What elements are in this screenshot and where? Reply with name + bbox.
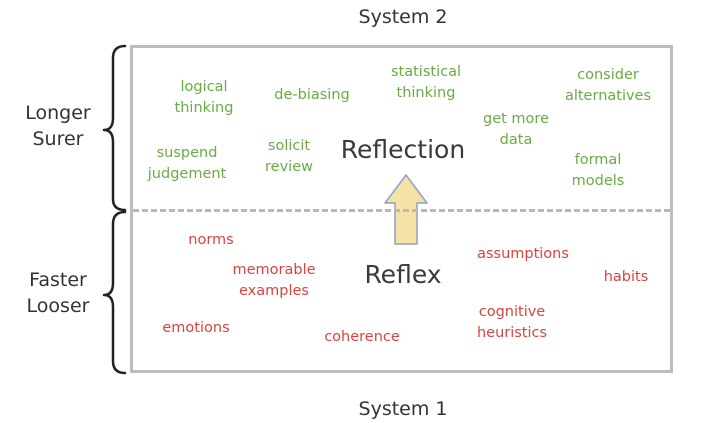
term-line: suspend (156, 145, 218, 161)
term-line: habits (603, 269, 649, 285)
term-line: coherence (324, 329, 400, 345)
term-habits: habits (604, 267, 649, 288)
term-line: alternatives (564, 88, 652, 104)
term-logical-thinking: logical thinking (175, 77, 234, 119)
term-line: models (571, 173, 625, 189)
term-line: data (499, 132, 533, 148)
term-line: logical (180, 79, 228, 95)
side-label-surer: Surer (32, 128, 84, 150)
side-label-top: Longer Surer (25, 100, 90, 152)
term-line: get more (483, 111, 549, 127)
term-line: thinking (174, 100, 234, 116)
reflection-label: Reflection (340, 135, 466, 164)
term-line: emotions (162, 320, 230, 336)
term-suspend-judgement: suspend judgement (148, 143, 226, 185)
term-get-more-data: get more data (483, 109, 549, 151)
term-memorable-examples: memorable examples (232, 260, 315, 302)
term-statistical-thinking: statistical thinking (391, 62, 461, 104)
term-line: assumptions (477, 246, 569, 262)
term-formal-models: formal models (572, 150, 625, 192)
term-coherence: coherence (324, 327, 400, 348)
term-line: memorable (232, 262, 316, 278)
term-cognitive-heuristics: cognitive heuristics (477, 302, 547, 344)
term-line: heuristics (476, 325, 548, 341)
term-line: review (265, 159, 313, 175)
systems-box (130, 45, 673, 373)
system-2-label: System 2 (358, 6, 448, 28)
term-emotions: emotions (162, 318, 229, 339)
side-label-looser: Looser (26, 295, 90, 317)
dashed-divider (133, 209, 670, 212)
side-label-longer: Longer (25, 102, 91, 124)
term-assumptions: assumptions (477, 244, 569, 265)
term-line: de-biasing (274, 87, 350, 103)
term-line: formal (574, 152, 622, 168)
term-de-biasing: de-biasing (274, 85, 349, 106)
term-line: norms (188, 232, 234, 248)
term-line: judgement (147, 166, 227, 182)
term-consider-alternatives: consider alternatives (565, 65, 651, 107)
term-line: cognitive (478, 304, 546, 320)
brace-bottom (102, 210, 127, 375)
reflex-label: Reflex (364, 260, 442, 289)
term-norms: norms (188, 230, 233, 251)
system-1-label: System 1 (358, 398, 448, 420)
term-solicit-review: solicit review (265, 136, 313, 178)
term-line: statistical (391, 64, 461, 80)
side-label-bottom: Faster Looser (27, 267, 90, 319)
brace-top (102, 44, 127, 212)
term-line: solicit (267, 138, 311, 154)
term-line: consider (577, 67, 639, 83)
side-label-faster: Faster (29, 269, 87, 291)
term-line: thinking (396, 85, 456, 101)
term-line: examples (239, 283, 309, 299)
